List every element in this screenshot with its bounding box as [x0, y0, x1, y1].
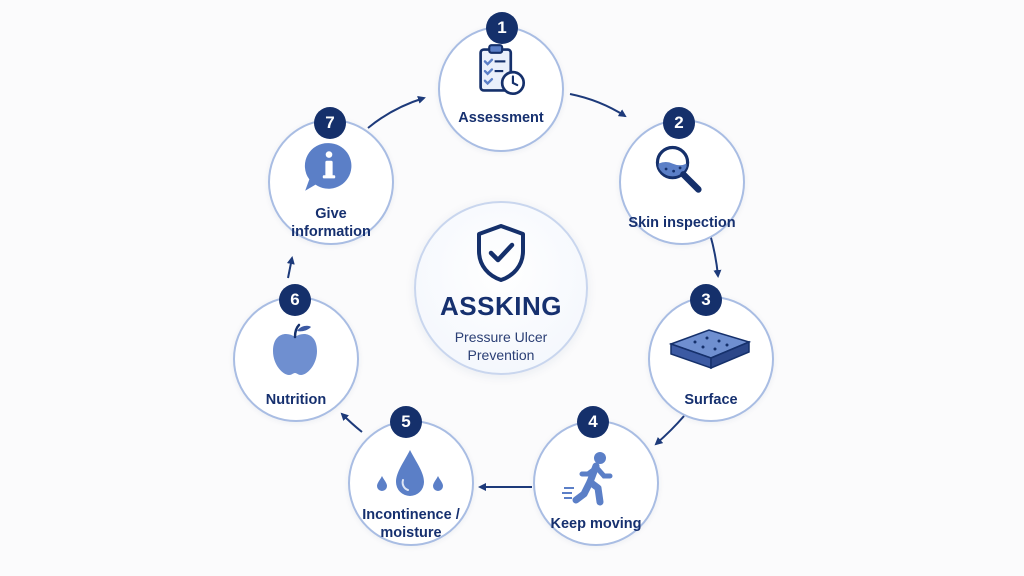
magnifier-icon: [655, 145, 702, 193]
walking-person-icon: [562, 452, 613, 506]
arrow-3-to-4: [654, 415, 685, 446]
center-subtitle: Pressure Ulcer Prevention: [416, 328, 586, 364]
clipboard-clock-icon: [479, 44, 526, 96]
arrow-6-to-7: [286, 256, 295, 279]
step-nutrition: Nutrition: [233, 296, 359, 422]
arrow-5-to-6: [340, 412, 363, 433]
step-label: Assessment: [444, 109, 558, 127]
center-title: ASSKING: [440, 291, 562, 321]
step-label-line1: Give: [315, 206, 347, 222]
step-number-badge: 7: [314, 107, 346, 139]
step-number-badge: 1: [486, 12, 518, 44]
step-label: Nutrition: [239, 391, 353, 409]
arrow-2-to-3: [709, 233, 722, 278]
step-number-badge: 4: [577, 406, 609, 438]
step-label: Incontinence / moisture: [354, 506, 468, 542]
step-label-line2: information: [291, 224, 371, 240]
step-label-line1: Nutrition: [265, 392, 327, 408]
step-give-information: Give information: [268, 119, 394, 245]
step-label: Skin inspection: [625, 214, 739, 232]
step-label-line1: Keep moving: [550, 516, 642, 532]
step-label-line1: Surface: [684, 392, 738, 408]
step-label-line1: Assessment: [458, 110, 544, 126]
center-subtitle-line2: Prevention: [467, 347, 535, 363]
arrow-1-to-2: [569, 93, 627, 118]
arrow-7-to-1: [367, 95, 426, 129]
step-number-badge: 6: [279, 284, 311, 316]
info-chat-icon: [304, 143, 352, 191]
water-drops-icon: [377, 450, 443, 496]
center-hub: ASSKING Pressure Ulcer Prevention: [414, 201, 588, 375]
shield-check-icon: [477, 224, 525, 282]
center-subtitle-line1: Pressure Ulcer: [454, 329, 548, 345]
mattress-icon: [668, 329, 752, 370]
step-assessment: Assessment: [438, 26, 564, 152]
step-number-badge: 5: [390, 406, 422, 438]
step-label: Surface: [654, 391, 768, 409]
step-label-line1: Incontinence /: [362, 507, 460, 523]
step-incontinence-moisture: Incontinence / moisture: [348, 420, 474, 546]
step-label-line1: Skin inspection: [628, 215, 736, 231]
step-label-line2: moisture: [380, 525, 442, 541]
step-label: Give information: [274, 205, 388, 241]
step-surface: Surface: [648, 296, 774, 422]
step-number-badge: 2: [663, 107, 695, 139]
apple-icon: [273, 323, 317, 375]
step-keep-moving: Keep moving: [533, 420, 659, 546]
step-number-badge: 3: [690, 284, 722, 316]
step-label: Keep moving: [539, 515, 653, 533]
